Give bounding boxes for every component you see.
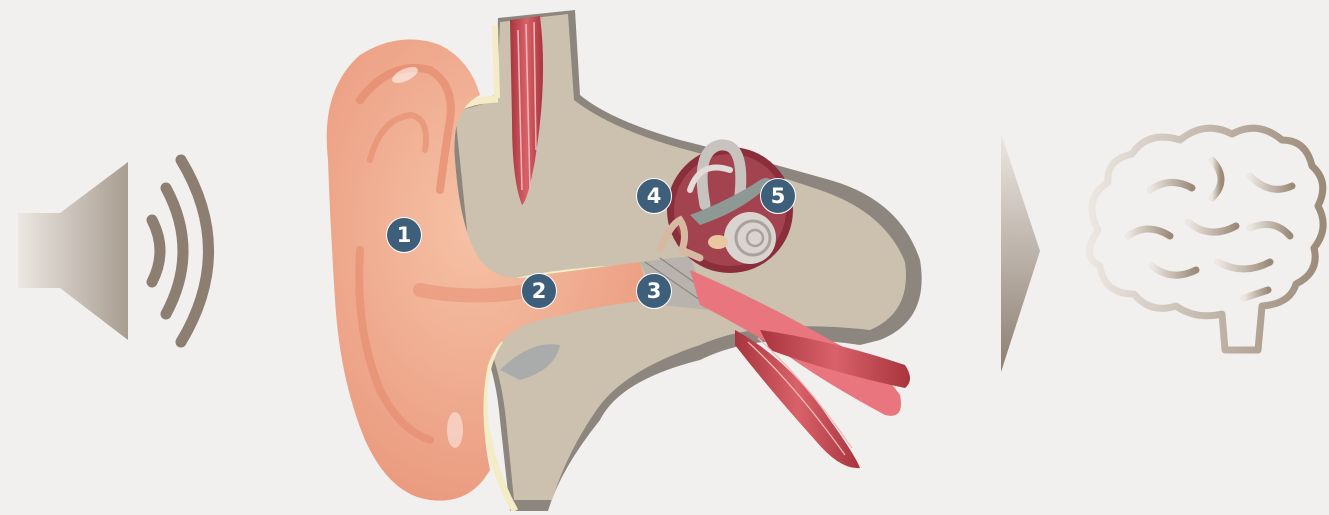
marker-1: 1 <box>386 217 422 253</box>
marker-5-label: 5 <box>771 186 786 207</box>
marker-3: 3 <box>636 273 672 309</box>
marker-5: 5 <box>760 178 796 214</box>
marker-2-label: 2 <box>532 281 547 302</box>
brain-icon <box>1089 128 1323 350</box>
speaker-icon <box>18 160 209 342</box>
marker-2: 2 <box>521 273 557 309</box>
arrow-right-icon <box>1001 133 1040 372</box>
marker-1-label: 1 <box>397 225 412 246</box>
ear-anatomy-illustration <box>327 10 922 511</box>
marker-4: 4 <box>636 178 672 214</box>
marker-4-label: 4 <box>647 186 662 207</box>
marker-3-label: 3 <box>647 281 662 302</box>
